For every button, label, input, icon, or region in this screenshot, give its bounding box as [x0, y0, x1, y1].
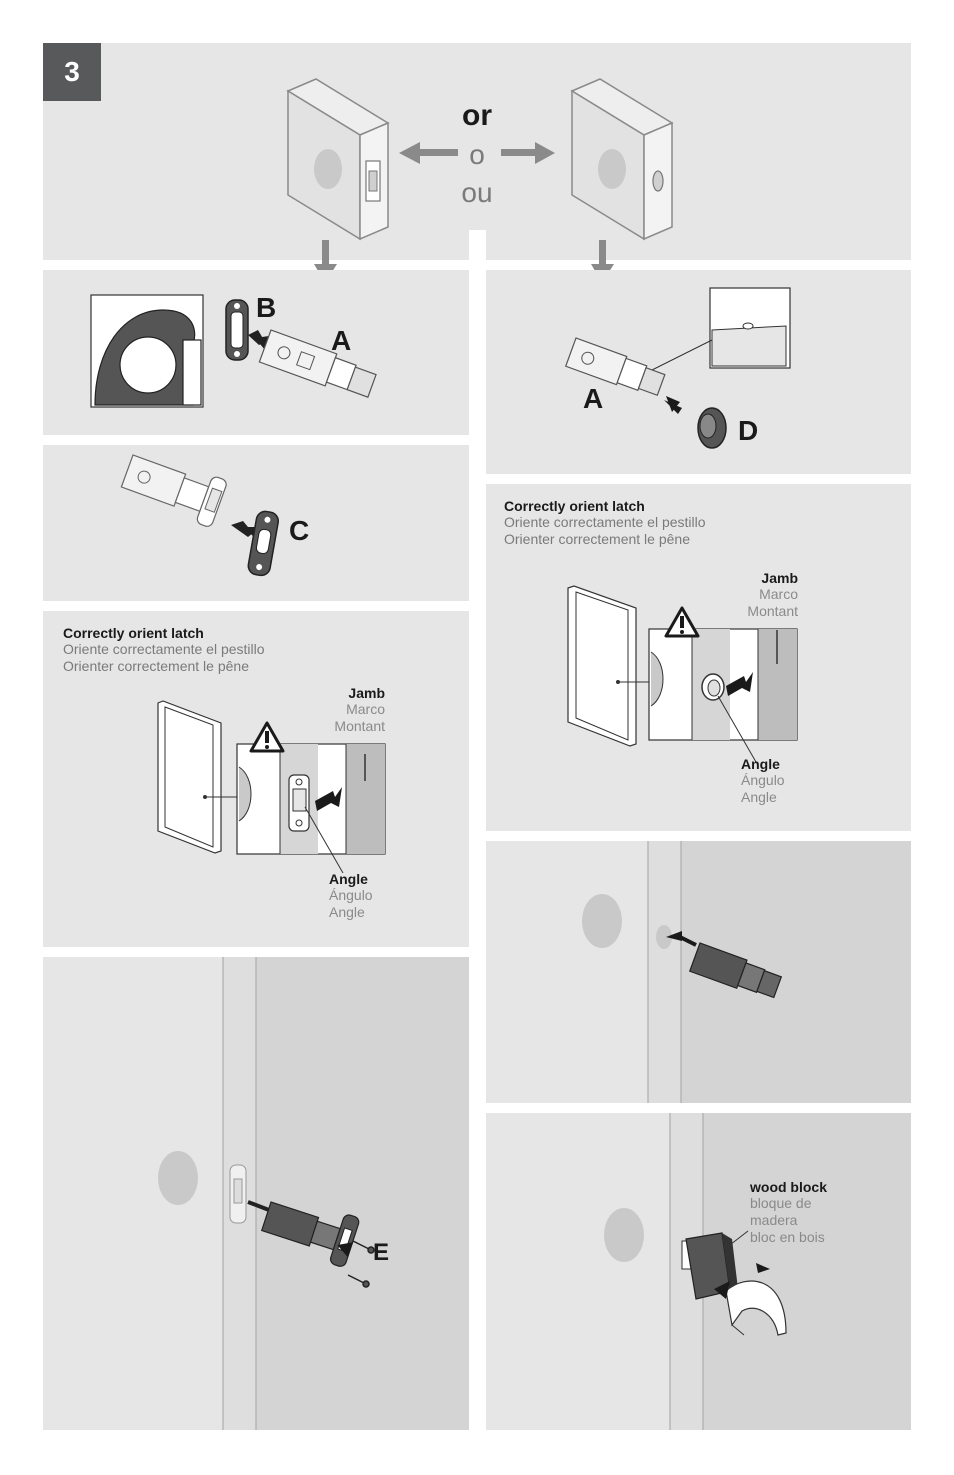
jamb-label-left: Jamb Marco Montant: [334, 685, 385, 735]
wood-block-es-1: bloque de: [750, 1195, 812, 1211]
orient-latch-panel-left: Correctly orient latch Oriente correctam…: [43, 611, 469, 947]
arrow-icon: [399, 142, 555, 164]
wood-block-fr: bloc en bois: [750, 1229, 825, 1245]
faceplate-latch-illustration: [90, 294, 377, 408]
part-label-b: B: [256, 292, 277, 323]
orient-title-right: Correctly orient latch: [504, 498, 645, 514]
wood-block-es-2: madera: [750, 1212, 798, 1228]
jamb-en: Jamb: [348, 685, 385, 701]
warning-icon: [249, 721, 285, 753]
orient-fr-right: Orienter correctement le pêne: [504, 531, 690, 547]
jamb-fr-right: Montant: [747, 603, 798, 619]
angle-en-right: Angle: [741, 756, 780, 772]
drive-in-plate-panel: C: [43, 445, 469, 601]
wood-block-label: wood block bloque de madera bloc en bois: [750, 1179, 827, 1246]
insert-latch-illustration: [582, 841, 911, 1103]
insert-latch-panel: [486, 841, 911, 1103]
screw-latch-illustration: [158, 957, 469, 1430]
choice-or: or: [462, 99, 492, 132]
angle-fr: Angle: [329, 904, 365, 920]
orient-es: Oriente correctamente el pestillo: [63, 641, 265, 657]
orient-illustration-right: [567, 585, 798, 763]
wood-block-en: wood block: [750, 1179, 827, 1195]
part-label-d: D: [738, 415, 759, 446]
jamb-en-right: Jamb: [761, 570, 798, 586]
jamb-fr: Montant: [334, 718, 385, 734]
orient-title: Correctly orient latch: [63, 625, 204, 641]
angle-fr-right: Angle: [741, 789, 777, 805]
choice-ou: ou: [461, 177, 493, 208]
angle-label-left: Angle Ángulo Angle: [329, 871, 373, 921]
part-label-a-right: A: [583, 383, 604, 414]
orient-note-left: Correctly orient latch Oriente correctam…: [63, 625, 265, 675]
orient-note-right: Correctly orient latch Oriente correctam…: [504, 498, 706, 548]
jamb-label-right: Jamb Marco Montant: [747, 570, 798, 620]
latch-collar-illustration: [564, 287, 791, 449]
jamb-es: Marco: [346, 701, 385, 717]
angle-es: Ángulo: [329, 887, 373, 903]
part-label-e: E: [373, 1239, 390, 1266]
door-with-hole: [570, 78, 674, 241]
angle-label-right: Angle Ángulo Angle: [741, 756, 785, 806]
panel-gap: [469, 230, 486, 262]
part-label-c: C: [289, 515, 310, 546]
warning-icon: [664, 606, 700, 638]
jamb-es-right: Marco: [759, 586, 798, 602]
angle-en: Angle: [329, 871, 368, 887]
door-edge-illustrations: [286, 78, 674, 241]
choice-o: o: [469, 139, 485, 170]
orient-latch-panel-right: Correctly orient latch Oriente correctam…: [486, 484, 911, 831]
door-choice-panel: or o ou: [43, 43, 911, 260]
faceplate-attach-panel: B A: [43, 270, 469, 435]
angle-es-right: Ángulo: [741, 772, 785, 788]
step-number-badge: 3: [43, 43, 101, 101]
latch-with-plate-illustration: [120, 454, 279, 577]
orient-illustration-left: [157, 700, 386, 874]
wood-block-illustration: [604, 1113, 911, 1430]
part-label-a: A: [331, 325, 352, 356]
screw-faceplate-panel: E: [43, 957, 469, 1430]
door-with-faceplate: [286, 78, 390, 241]
orient-fr: Orienter correctement le pêne: [63, 658, 249, 674]
drive-in-collar-panel: A D: [486, 270, 911, 474]
wood-block-panel: wood block bloque de madera bloc en bois: [486, 1113, 911, 1430]
orient-es-right: Oriente correctamente el pestillo: [504, 514, 706, 530]
